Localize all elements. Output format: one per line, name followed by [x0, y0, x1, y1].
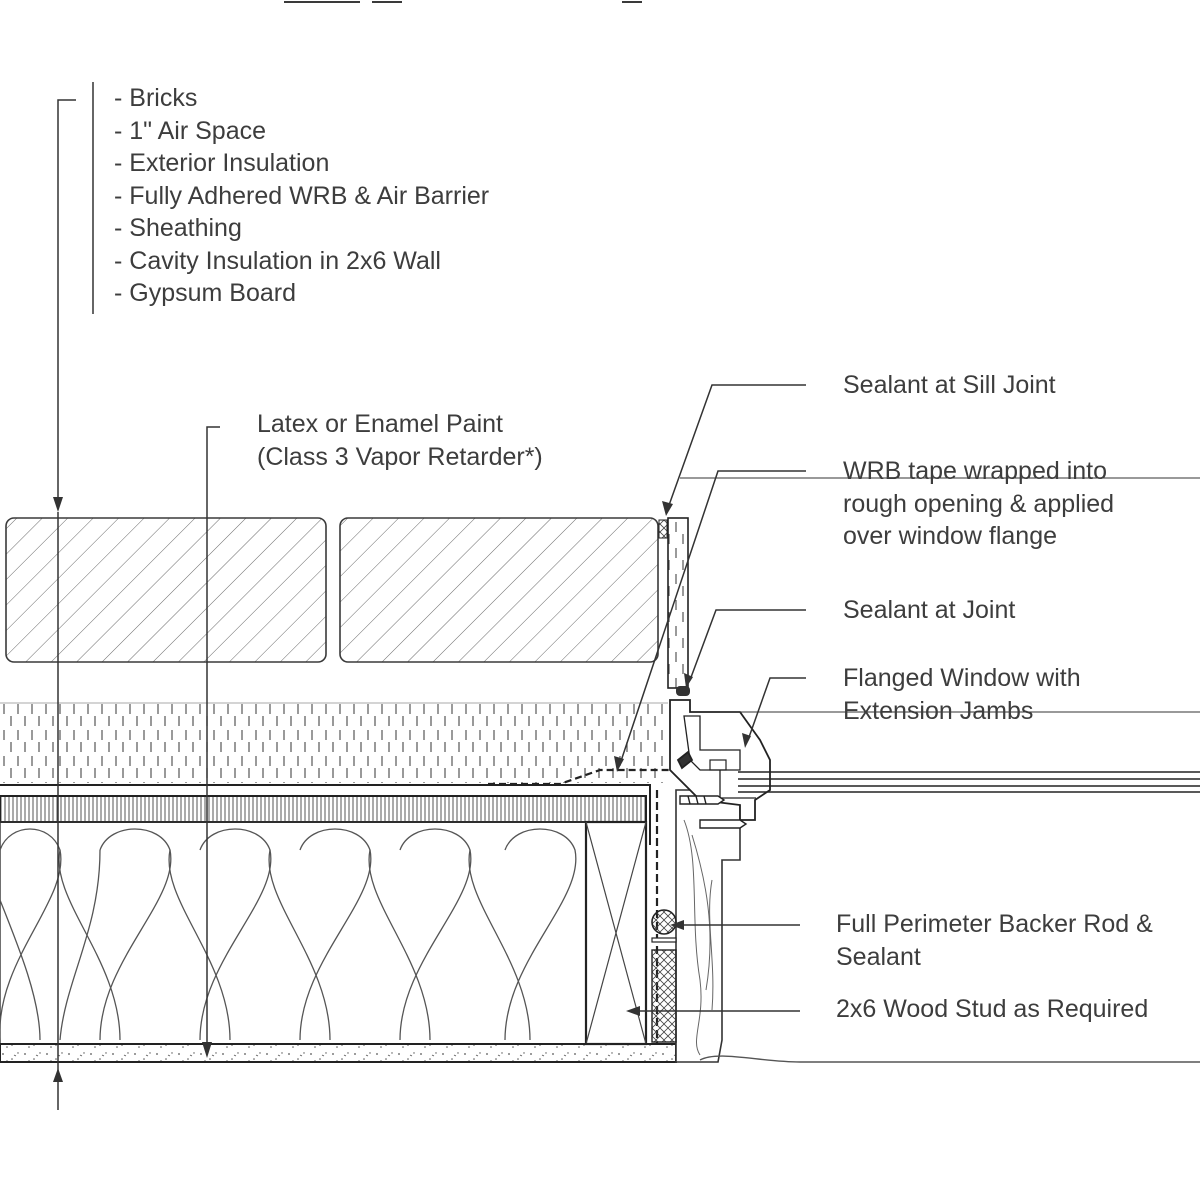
wall-layer-bricks: - Bricks [114, 84, 198, 112]
wall-layer-wrb: - Fully Adhered WRB & Air Barrier [114, 181, 490, 210]
wrb-tape-line2: rough opening & applied [843, 489, 1115, 518]
wall-layer-gypsum: - Gypsum Board [114, 279, 297, 307]
wall-layer-cavity-insulation: - Cavity Insulation in 2x6 Wall [114, 246, 441, 275]
backer-rod [651, 909, 677, 1043]
backer-rod-callout: Full Perimeter Backer Rod & Sealant [836, 908, 1153, 973]
wrb-membrane [0, 784, 651, 845]
sealant-sill-callout: Sealant at Sill Joint [843, 371, 1056, 399]
glazing [738, 771, 1200, 793]
wood-stud-callout: 2x6 Wood Stud as Required [836, 995, 1149, 1023]
paint-callout-line2: (Class 3 Vapor Retarder*) [257, 443, 543, 471]
wood-stud [584, 820, 648, 1046]
flanged-window-line2: Extension Jambs [843, 696, 1034, 725]
wrb-tape-callout: WRB tape wrapped into rough opening & ap… [843, 455, 1114, 553]
screw-icon [679, 795, 748, 829]
flanged-window-callout: Flanged Window with Extension Jambs [843, 662, 1081, 727]
leader-lines [53, 82, 1200, 1110]
exterior-insulation-layer [0, 702, 668, 783]
brick-layer [5, 517, 659, 663]
paint-callout: Latex or Enamel Paint (Class 3 Vapor Ret… [257, 408, 543, 474]
wrb-tape-line1: WRB tape wrapped into [843, 457, 1108, 485]
sheathing-layer [0, 795, 647, 823]
flanged-window-line1: Flanged Window with [843, 664, 1081, 692]
wall-layer-sheathing: - Sheathing [114, 214, 242, 242]
cavity-insulation-layer [0, 821, 587, 1045]
wall-layer-air-space: - 1" Air Space [114, 116, 267, 145]
backer-rod-line2: Sealant [836, 942, 921, 971]
wrb-tape-line3: over window flange [843, 522, 1058, 550]
backer-rod-line1: Full Perimeter Backer Rod & [836, 910, 1153, 938]
batt-curves [0, 828, 577, 1041]
brick-trim [658, 517, 690, 696]
paint-callout-line1: Latex or Enamel Paint [257, 410, 503, 438]
wall-assembly-list: - Bricks - 1" Air Space - Exterior Insul… [114, 82, 489, 310]
sealant-joint-callout: Sealant at Joint [843, 596, 1016, 624]
wall-layer-exterior-insulation: - Exterior Insulation [114, 149, 330, 177]
gypsum-board-layer [0, 1043, 677, 1063]
